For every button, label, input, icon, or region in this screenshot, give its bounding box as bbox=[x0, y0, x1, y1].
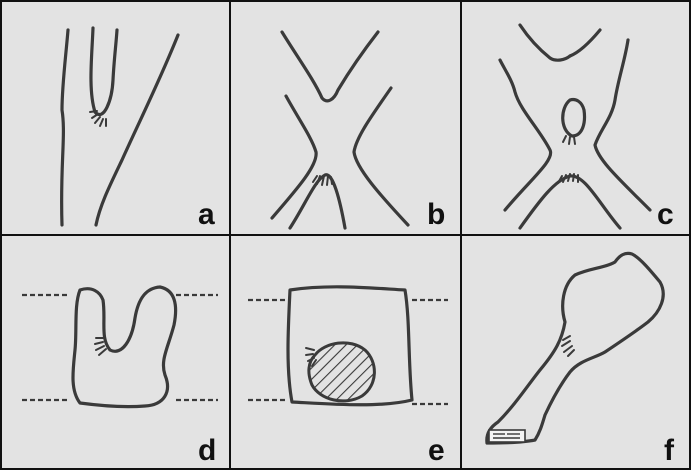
panel-c-left-wall bbox=[500, 60, 551, 210]
panel-f-end-marker bbox=[489, 430, 525, 442]
panel-a-right-wall bbox=[96, 35, 178, 225]
panel-c-upper-left bbox=[520, 25, 570, 60]
panel-c-label: c bbox=[657, 198, 674, 231]
panel-c-lower-arch bbox=[520, 176, 620, 228]
panel-c: c bbox=[500, 25, 674, 231]
panel-a-left-wall bbox=[62, 30, 68, 225]
panel-f-label: f bbox=[664, 434, 675, 467]
panel-c-right-wall bbox=[595, 40, 650, 210]
panel-e-label: e bbox=[428, 434, 445, 467]
panel-d-cave-outline bbox=[73, 287, 176, 407]
panel-d: d bbox=[22, 287, 218, 467]
panel-c-upper-right bbox=[570, 30, 600, 56]
panel-a-label: a bbox=[198, 198, 215, 231]
panel-b-right-wall bbox=[354, 88, 408, 225]
panel-f: f bbox=[487, 253, 675, 467]
panel-a: a bbox=[62, 28, 215, 231]
panel-b-left-wall bbox=[272, 96, 316, 218]
panel-a-inner-tongue bbox=[91, 28, 117, 114]
panel-b-upper-v bbox=[282, 32, 378, 101]
panel-f-cave-outline bbox=[487, 253, 663, 443]
panel-c-island bbox=[563, 99, 585, 136]
panel-d-label: d bbox=[198, 434, 216, 467]
panel-b-label: b bbox=[427, 198, 445, 231]
panel-e-hatched-fill bbox=[309, 343, 375, 401]
panel-f-hatch-marks bbox=[562, 336, 574, 356]
panel-b: b bbox=[272, 32, 445, 231]
panel-e: e bbox=[248, 287, 448, 467]
